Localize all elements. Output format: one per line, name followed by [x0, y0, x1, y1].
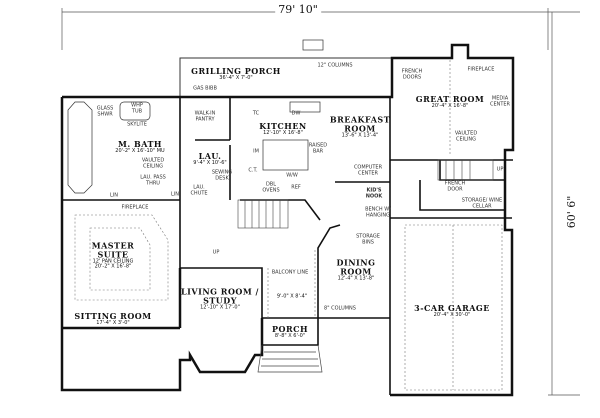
note-columns-12: 12" COLUMNS [317, 62, 353, 69]
note-lau-pass: LAU. PASS THRU [140, 174, 166, 186]
note-raised-bar: RAISED BAR [308, 142, 328, 154]
room-size: 20'-2" X 16'-10" MU [115, 147, 165, 154]
overall-depth: 60' 6" [565, 192, 579, 232]
room-name: KITCHEN [259, 120, 307, 131]
note-fireplace-great: FIREPLACE [467, 66, 495, 73]
room-ceiling: 12' PAN CEILING [92, 258, 134, 265]
room-size: 8'-8" X 6'-0" [274, 332, 306, 339]
note-kids-nook: KID'S NOOK [365, 187, 383, 199]
room-size: 20'-4" X 16'-8" [431, 102, 469, 109]
note-up-great: UP [496, 166, 504, 173]
note-ww: W/W [286, 172, 298, 179]
note-up-stair: UP [212, 249, 220, 256]
foyer-size: 9'-0" X 8'-4" [276, 293, 308, 300]
room-size: 12'-10" X 16'-8" [263, 129, 303, 136]
room-name: LIVING ROOM / STUDY [181, 286, 259, 306]
room-name: SITTING ROOM [74, 310, 152, 321]
note-im: IM [253, 148, 259, 155]
room-name: GRILLING PORCH [191, 65, 281, 76]
exterior-walls [60, 43, 515, 397]
fixtures [67, 101, 321, 194]
note-french-door: FRENCH DOOR [444, 180, 466, 192]
room-name: BREAKFAST ROOM [329, 114, 391, 134]
room-name: PORCH [271, 323, 309, 334]
room-size: 9'-4" X 10'-6" [193, 159, 227, 166]
room-name: M. BATH [118, 138, 162, 149]
note-bench: BENCH W/ HANGING [365, 206, 391, 218]
porch-steps [257, 344, 323, 373]
room-size: 36'-4" X 7'-0" [219, 74, 253, 81]
note-skylite: SKYLITE [127, 121, 147, 128]
note-dbl-ovens: DBL OVENS [262, 181, 280, 193]
note-sewing-desk: SEWING DESK [211, 169, 233, 181]
overall-width: 79' 10" [275, 3, 321, 17]
note-media-center: MEDIA CENTER [489, 95, 511, 107]
note-glass-shwr: GLASS SHWR [96, 105, 114, 117]
room-name: MASTER SUITE [91, 240, 135, 260]
note-lin-2: LIN [170, 191, 180, 198]
room-size: 12'-10" X 17'-0" [200, 304, 240, 311]
note-balcony-line: BALCONY LINE [271, 269, 309, 276]
stairs [237, 159, 494, 229]
room-size: 20'-2" X 16'-8" [94, 263, 132, 270]
room-name: DINING ROOM [336, 257, 376, 277]
note-dw: DW [291, 110, 301, 117]
interior-walls [62, 97, 513, 395]
note-ct: C.T. [248, 167, 258, 174]
note-gas-bibb: GAS BIBB [193, 85, 217, 92]
ceiling-outlines [74, 60, 503, 391]
note-columns-8: 8" COLUMNS [324, 305, 356, 312]
room-size: 20'-4" X 30'-0" [433, 311, 471, 318]
note-walk-in-pantry: WALK-IN PANTRY [194, 110, 216, 122]
room-name: GREAT ROOM [415, 93, 485, 104]
room-lau: LAU.9'-4" X 10'-6" [193, 152, 226, 166]
room-size: 13'-6" X 13'-4" [341, 132, 379, 139]
note-ref: REF [291, 184, 301, 191]
note-fireplace-master: FIREPLACE [121, 204, 149, 211]
room-name: LAU. [198, 150, 222, 161]
note-storage-wine: STORAGE/ WINE CELLAR [461, 197, 503, 209]
note-computer-center: COMPUTER CENTER [353, 164, 383, 176]
room-name: 3-CAR GARAGE [414, 302, 490, 313]
note-lau-chute: LAU. CHUTE [190, 184, 208, 196]
room-size: 12'-4" X 13'-8" [337, 275, 375, 282]
note-whp-tub: WHP TUB [131, 102, 143, 114]
note-lin-1: LIN [109, 192, 119, 199]
note-storage-bins: STORAGE BINS [356, 233, 380, 245]
note-tc: TC [252, 110, 260, 117]
note-vaulted-great: VAULTED CEILING [454, 130, 478, 142]
room-size: 17'-4" X 3'-0" [96, 319, 130, 326]
note-vaulted-bath: VAULTED CEILING [141, 157, 165, 169]
note-french-doors: FRENCH DOORS [401, 68, 423, 80]
